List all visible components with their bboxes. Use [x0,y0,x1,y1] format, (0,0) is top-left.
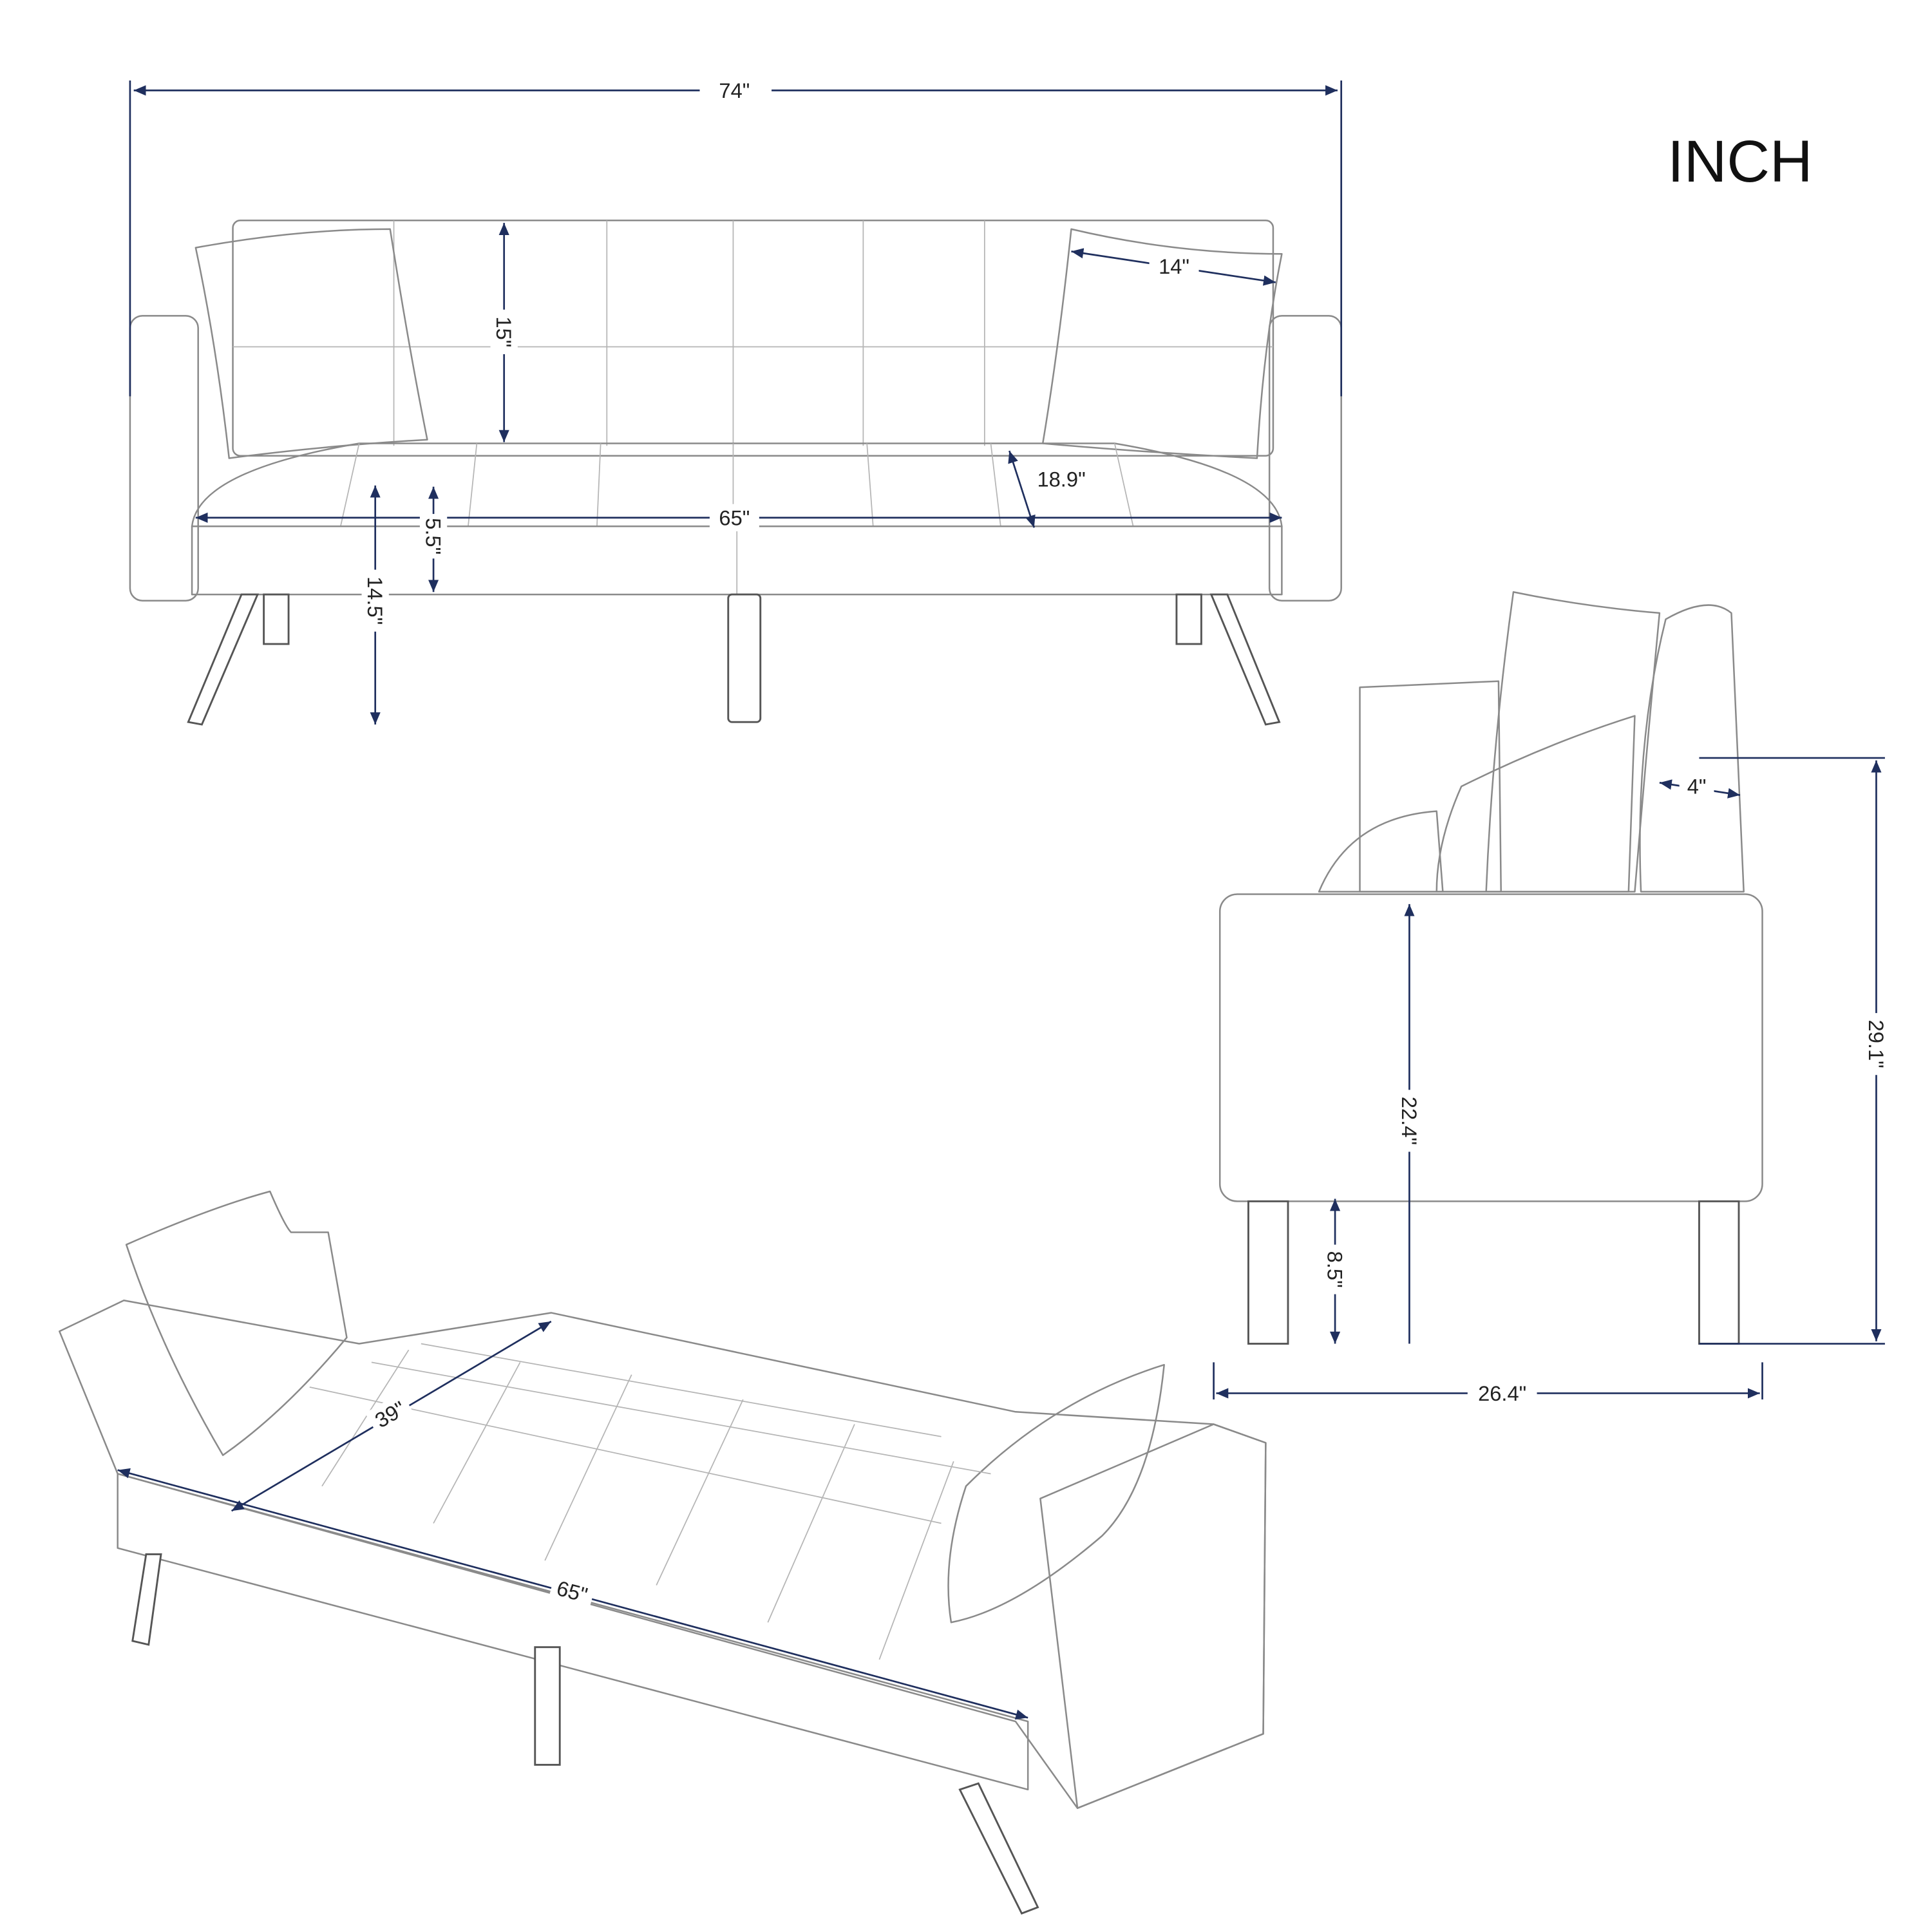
dimensions-bed: 39" 65" [117,1320,1028,1720]
label-back-thickness: 4" [1687,775,1707,799]
front-view-sofa [129,220,1342,726]
label-overall-depth: 26.4" [1478,1381,1526,1405]
label-overall-height: 29.1" [1864,1020,1888,1068]
label-bed-length: 65" [554,1576,591,1607]
dimensions-front: 74" 15" 14" 18.9" 65" 5.5" 14.5" [129,77,1343,724]
label-seat-height: 14.5" [363,576,387,625]
label-overall-width: 74" [719,79,750,102]
unit-label: INCH [1667,128,1813,194]
side-view-sofa [1218,591,1763,1345]
label-pillow-width: 14" [1159,254,1189,278]
dimensions-side: 4" 29.1" 22.4" 8.5" 26.4" [1213,757,1890,1407]
label-arm-height: 22.4" [1397,1097,1421,1145]
label-seat-width: 65" [719,506,750,529]
dim-line-seat-depth [1008,450,1036,528]
pillow-left [194,228,428,459]
label-leg-height: 8.5" [1323,1251,1347,1288]
label-backrest-height: 15" [492,316,516,347]
label-seat-depth: 18.9" [1037,468,1085,491]
label-cushion-thickness: 5.5" [422,518,446,554]
bed-view-sofa [59,1190,1267,1915]
